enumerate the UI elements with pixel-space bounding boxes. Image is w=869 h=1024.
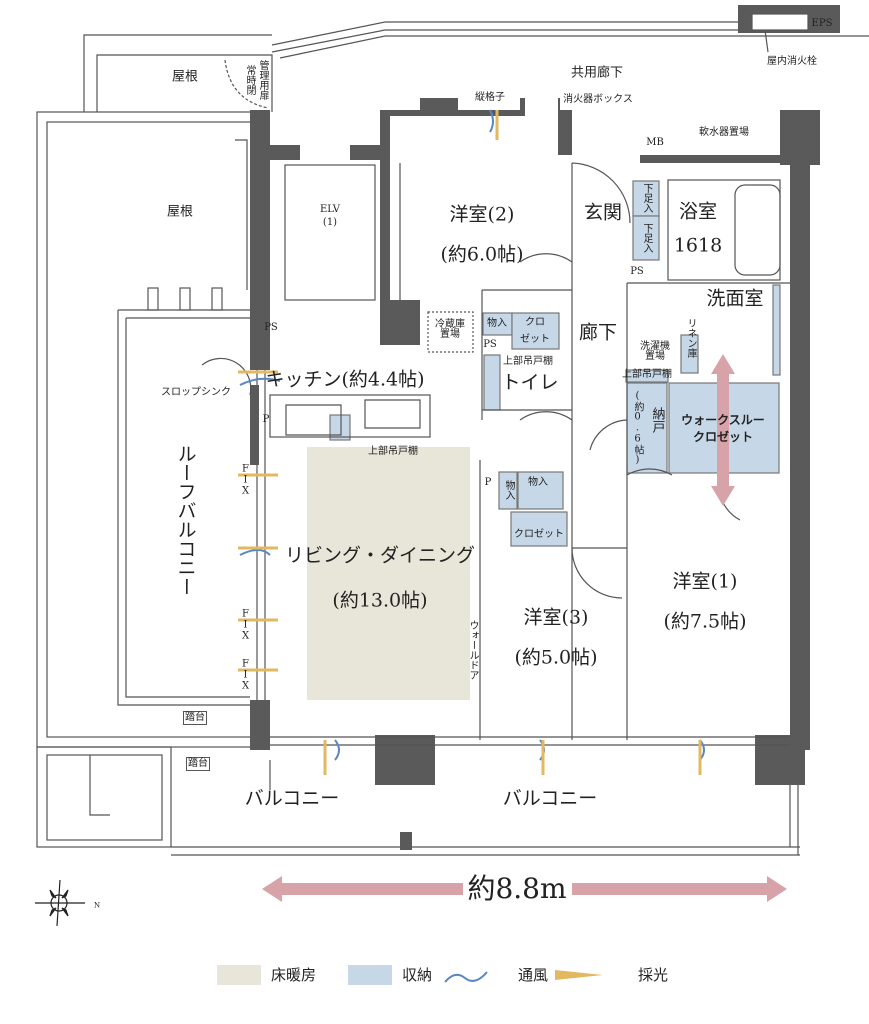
washroom-label: 洗面室	[706, 287, 764, 310]
linen-closet-label: リネン庫	[685, 318, 696, 358]
living-dining-label: リビング・ダイニング	[284, 544, 476, 567]
ps-label-3: PS	[483, 339, 497, 350]
lattice-label: 縦格子	[475, 92, 505, 103]
closet-label-3: クロゼット	[514, 529, 564, 540]
pipe-label-2: P	[484, 477, 492, 488]
roof-left-label: 屋根	[166, 204, 194, 220]
kitchen-label: キッチン(約4.4帖)	[265, 368, 425, 391]
light-legend-icon	[555, 970, 603, 980]
washer-space-label: 洗濯機置場	[640, 341, 670, 362]
roof-balcony-outline	[36, 111, 266, 748]
upper-cabinet-label-2: 上部吊戸棚	[622, 369, 672, 380]
common-corridor-outline	[83, 5, 869, 112]
width-dimension-arrow	[262, 876, 787, 902]
extinguisher-box-label: 消火器ボックス	[563, 94, 633, 105]
fix-window-label-3: FIX	[240, 658, 251, 692]
closet-label-1a: クロ	[525, 317, 545, 328]
softener-label: 軟水器置場	[699, 127, 749, 138]
storeroom-size: (約0.6帖)	[632, 390, 643, 466]
interior-walls	[201, 162, 790, 746]
compass-icon	[35, 879, 85, 927]
bath-size: 1618	[673, 234, 723, 257]
ps-label-2: PS	[264, 322, 278, 333]
closet-label-1b: ゼット	[520, 334, 550, 345]
balcony-label-2: バルコニー	[502, 787, 598, 810]
compass-north-label: N	[93, 901, 101, 910]
roof-balcony-label: ルーフバルコニー	[174, 444, 197, 596]
pipe-label-1: P	[262, 414, 270, 425]
living-dining-size: (約13.0帖)	[332, 589, 428, 612]
management-door-label: 管理用扉	[257, 60, 268, 100]
fridge-space-label: 冷蔵庫置場	[435, 319, 465, 340]
legend: 床暖房 収納 通風 採光	[217, 964, 690, 985]
room2-label: 洋室(2)	[449, 203, 515, 226]
elv-number: (1)	[322, 217, 338, 228]
floor-heating-swatch	[217, 964, 261, 985]
width-dimension-label: 約8.8m	[467, 872, 567, 905]
room2-size: (約6.0帖)	[440, 243, 524, 266]
storage-swatch	[348, 964, 393, 985]
management-door-note: 常時閉	[244, 65, 255, 95]
roof-top-label: 屋根	[171, 69, 199, 85]
wind-legend-icon	[444, 971, 488, 983]
toilet-label: トイレ	[501, 371, 559, 394]
floor-heating-area	[307, 447, 470, 700]
step-label-1: 踏台	[183, 711, 207, 725]
storage-label-1: 物入	[487, 318, 507, 329]
storage-areas	[329, 180, 781, 547]
balcony-outline	[36, 746, 800, 856]
ps-label-1: PS	[630, 266, 644, 277]
fix-window-label-2: FIX	[240, 608, 251, 642]
upper-cabinet-label-1: 上部吊戸棚	[503, 356, 553, 367]
walk-through-closet-label-2: クロゼット	[692, 430, 754, 444]
structural-walls	[250, 98, 820, 785]
storage-label-2: 物入	[503, 480, 514, 500]
slop-sink-label: スロップシンク	[161, 387, 231, 398]
upper-cabinet-label-3: 上部吊戸棚	[368, 446, 418, 457]
balcony-label-1: バルコニー	[244, 787, 340, 810]
storeroom-label: 納戸	[649, 407, 665, 433]
shoe-storage-1: 下足入	[641, 183, 652, 213]
shoe-storage-2: 下足入	[641, 223, 652, 253]
walk-through-arrow	[711, 354, 735, 506]
legend-storage: 収納	[402, 966, 433, 984]
fix-window-label-1: FIX	[240, 463, 251, 497]
legend-ventilation: 通風	[518, 966, 549, 984]
room3-size: (約5.0帖)	[514, 646, 598, 669]
walk-through-closet-label-1: ウォークスルー	[681, 413, 765, 427]
room1-size: (約7.5帖)	[663, 610, 747, 633]
eps-label: EPS	[811, 18, 833, 29]
daylight-marks	[238, 110, 702, 775]
storage-label-3: 物入	[528, 477, 548, 488]
entrance-label: 玄関	[583, 201, 623, 224]
legend-floor-heating: 床暖房	[271, 966, 317, 984]
wall-door-label: ウォールドア	[467, 620, 478, 680]
step-label-2: 踏台	[186, 757, 210, 771]
mb-label: MB	[646, 137, 664, 148]
hall-label: 廊下	[578, 321, 618, 344]
common-corridor-label: 共用廊下	[570, 65, 624, 81]
bath-label: 浴室	[678, 200, 718, 223]
room3-label: 洋室(3)	[523, 606, 589, 629]
room1-label: 洋室(1)	[672, 570, 738, 593]
elv-label: ELV	[320, 204, 340, 215]
legend-daylight: 採光	[638, 966, 669, 984]
hydrant-label: 屋内消火栓	[767, 56, 817, 67]
